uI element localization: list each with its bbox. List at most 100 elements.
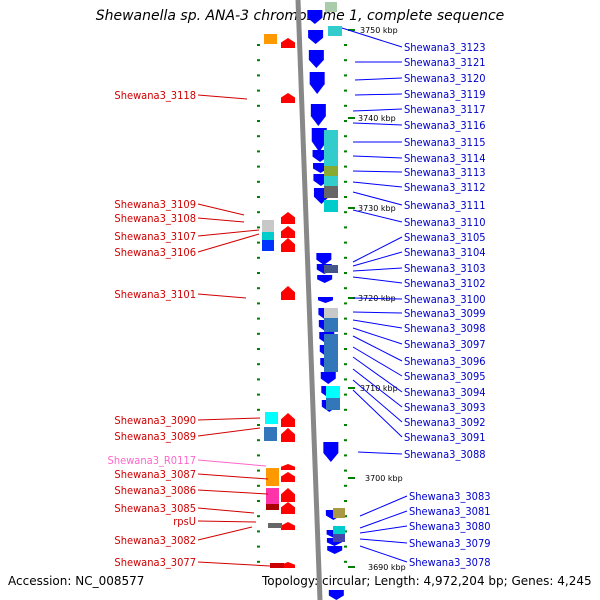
forward-gene-arrow xyxy=(281,472,295,482)
forward-gene-arrow xyxy=(281,413,295,427)
right-gene-label: Shewana3_3079 xyxy=(409,537,491,550)
reverse-gene-arrow xyxy=(308,50,324,68)
right-gene-color-box xyxy=(324,265,338,273)
leader-line-right xyxy=(352,122,403,126)
forward-gene-arrow xyxy=(281,464,295,470)
right-gene-label: Shewana3_3078 xyxy=(409,556,491,569)
reverse-gene-arrow xyxy=(323,442,339,462)
right-gene-label: Shewana3_3095 xyxy=(404,370,486,383)
leader-line-right xyxy=(352,236,403,263)
leader-line-right xyxy=(352,181,403,188)
right-gene-label: Shewana3_3114 xyxy=(404,152,486,165)
right-gene-label: Shewana3_3121 xyxy=(404,56,486,69)
leader-line-left xyxy=(197,473,269,480)
right-gene-label: Shewana3_3098 xyxy=(404,322,486,335)
leader-line-left xyxy=(197,233,260,253)
right-gene-label: Shewana3_3093 xyxy=(404,401,486,414)
right-gene-label: Shewana3_3097 xyxy=(404,338,486,351)
ring-dot-left xyxy=(257,500,260,502)
left-gene-color-box xyxy=(266,504,279,510)
kbp-tick-label: 3690 kbp xyxy=(368,563,406,572)
left-gene-label: Shewana3_3101 xyxy=(114,288,196,301)
right-gene-label: Shewana3_3110 xyxy=(404,216,486,229)
leader-line-right xyxy=(352,319,403,329)
right-gene-label: Shewana3_3103 xyxy=(404,262,486,275)
ring-dot-right xyxy=(344,408,347,411)
right-gene-label: Shewana3_3102 xyxy=(404,277,486,290)
right-gene-label: Shewana3_3116 xyxy=(404,119,486,132)
leader-line-right xyxy=(359,495,408,517)
ring-dot-left xyxy=(257,393,260,396)
ring-dot-right xyxy=(344,302,347,305)
ring-dot-left xyxy=(257,439,260,442)
reverse-gene-arrow xyxy=(328,590,344,600)
ring-dot-right xyxy=(344,272,347,274)
leader-line-right xyxy=(352,335,403,362)
ring-dot-right xyxy=(344,287,347,290)
ring-dot-right xyxy=(344,332,347,335)
leader-line-right xyxy=(352,389,403,438)
ring-dot-right xyxy=(344,196,347,198)
forward-gene-arrow xyxy=(281,522,295,530)
reverse-gene-arrow xyxy=(309,72,325,94)
ring-dot-left xyxy=(257,332,260,335)
ring-dot-right xyxy=(344,424,347,426)
ring-dot-right xyxy=(344,454,347,457)
right-gene-label: Shewana3_3094 xyxy=(404,386,486,399)
ring-dot-left xyxy=(257,120,260,122)
left-gene-label: rpsU xyxy=(173,515,196,528)
ring-dot-left xyxy=(257,165,260,168)
right-gene-color-box xyxy=(324,308,338,318)
leader-line-right xyxy=(352,209,403,223)
ring-dot-right xyxy=(344,135,347,138)
leader-line-right xyxy=(352,267,403,272)
ring-dot-right xyxy=(344,89,347,92)
left-gene-color-box xyxy=(268,523,282,528)
ring-dot-left xyxy=(257,211,260,214)
right-gene-label: Shewana3_3113 xyxy=(404,166,486,179)
right-gene-label: Shewana3_3099 xyxy=(404,307,486,320)
right-gene-color-box xyxy=(324,200,338,212)
right-gene-label: Shewana3_3117 xyxy=(404,103,486,116)
forward-gene-arrow xyxy=(281,212,295,224)
right-gene-label: Shewana3_3120 xyxy=(404,72,486,85)
right-gene-color-box xyxy=(328,26,342,36)
right-gene-label: Shewana3_3081 xyxy=(409,505,491,518)
ring-dot-right xyxy=(344,378,347,381)
leader-line-right xyxy=(352,191,403,206)
left-gene-label: Shewana3_3087 xyxy=(114,468,196,481)
left-gene-color-box xyxy=(262,220,274,234)
right-gene-label: Shewana3_3096 xyxy=(404,355,486,368)
ring-dot-right xyxy=(344,104,347,107)
right-gene-color-box xyxy=(324,152,338,166)
ring-dot-left xyxy=(257,44,260,46)
left-gene-label: Shewana3_3108 xyxy=(114,212,196,225)
left-gene-label: Shewana3_3118 xyxy=(114,89,196,102)
left-gene-label: Shewana3_3089 xyxy=(114,430,196,443)
right-gene-color-box xyxy=(325,2,337,12)
ring-dot-left xyxy=(257,363,260,366)
ring-dot-right xyxy=(344,530,347,533)
reverse-gene-arrow xyxy=(308,30,324,44)
ring-dot-right xyxy=(344,469,347,472)
ring-dot-right xyxy=(344,545,347,548)
forward-gene-arrow xyxy=(281,562,295,568)
leader-line-right xyxy=(352,155,403,159)
forward-gene-arrow xyxy=(281,286,295,300)
ring-dot-right xyxy=(344,180,347,183)
ring-dot-right xyxy=(344,150,347,153)
forward-gene-arrow xyxy=(281,238,295,252)
right-gene-color-box xyxy=(326,386,340,398)
right-gene-label: Shewana3_3092 xyxy=(404,416,486,429)
forward-gene-arrow xyxy=(281,502,295,514)
reverse-gene-arrow xyxy=(316,253,332,265)
right-gene-label: Shewana3_3100 xyxy=(404,293,486,306)
ring-dot-right xyxy=(344,348,347,350)
reverse-gene-arrow xyxy=(317,297,333,303)
left-gene-label: Shewana3_3109 xyxy=(114,198,196,211)
right-gene-color-box xyxy=(324,346,338,358)
ring-dot-left xyxy=(257,104,260,107)
leader-line-right xyxy=(357,451,403,455)
ring-dot-left xyxy=(257,424,260,426)
left-gene-label: Shewana3_3086 xyxy=(114,484,196,497)
